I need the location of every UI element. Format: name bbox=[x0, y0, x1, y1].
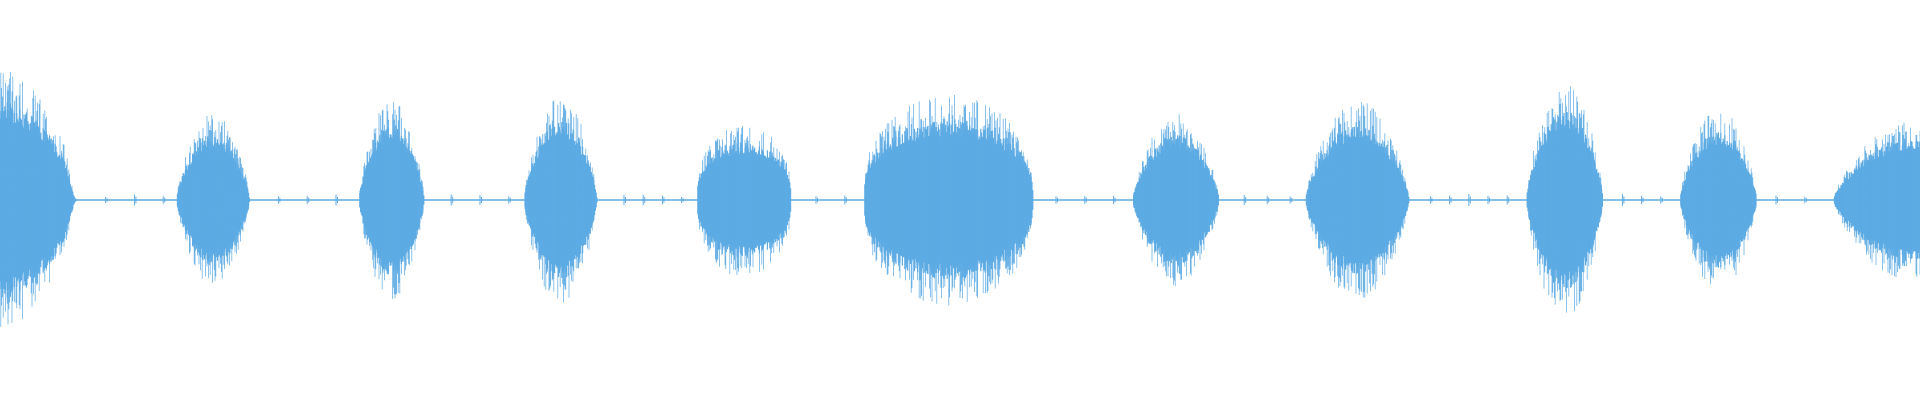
burst-3-body bbox=[359, 127, 425, 273]
burst-9-spikes bbox=[1528, 86, 1602, 313]
burst-10-body bbox=[1680, 132, 1757, 268]
burst-2-spikes bbox=[177, 115, 250, 283]
burst-4-spikes bbox=[524, 100, 598, 303]
burst-5-body bbox=[697, 143, 792, 257]
burst-7-spikes bbox=[1133, 114, 1218, 287]
burst-10-spikes bbox=[1680, 113, 1757, 285]
burst-6-spikes bbox=[865, 95, 1032, 306]
burst-5-spikes bbox=[699, 126, 790, 275]
burst-3-spikes bbox=[359, 102, 424, 299]
burst-11-spikes bbox=[1834, 122, 1920, 277]
burst-1-body bbox=[0, 102, 77, 298]
burst-8-spikes bbox=[1306, 102, 1409, 298]
waveform-blips bbox=[105, 194, 1807, 206]
waveform-bars bbox=[0, 71, 1920, 327]
burst-7-body bbox=[1133, 135, 1219, 265]
burst-1-spikes bbox=[0, 71, 77, 327]
